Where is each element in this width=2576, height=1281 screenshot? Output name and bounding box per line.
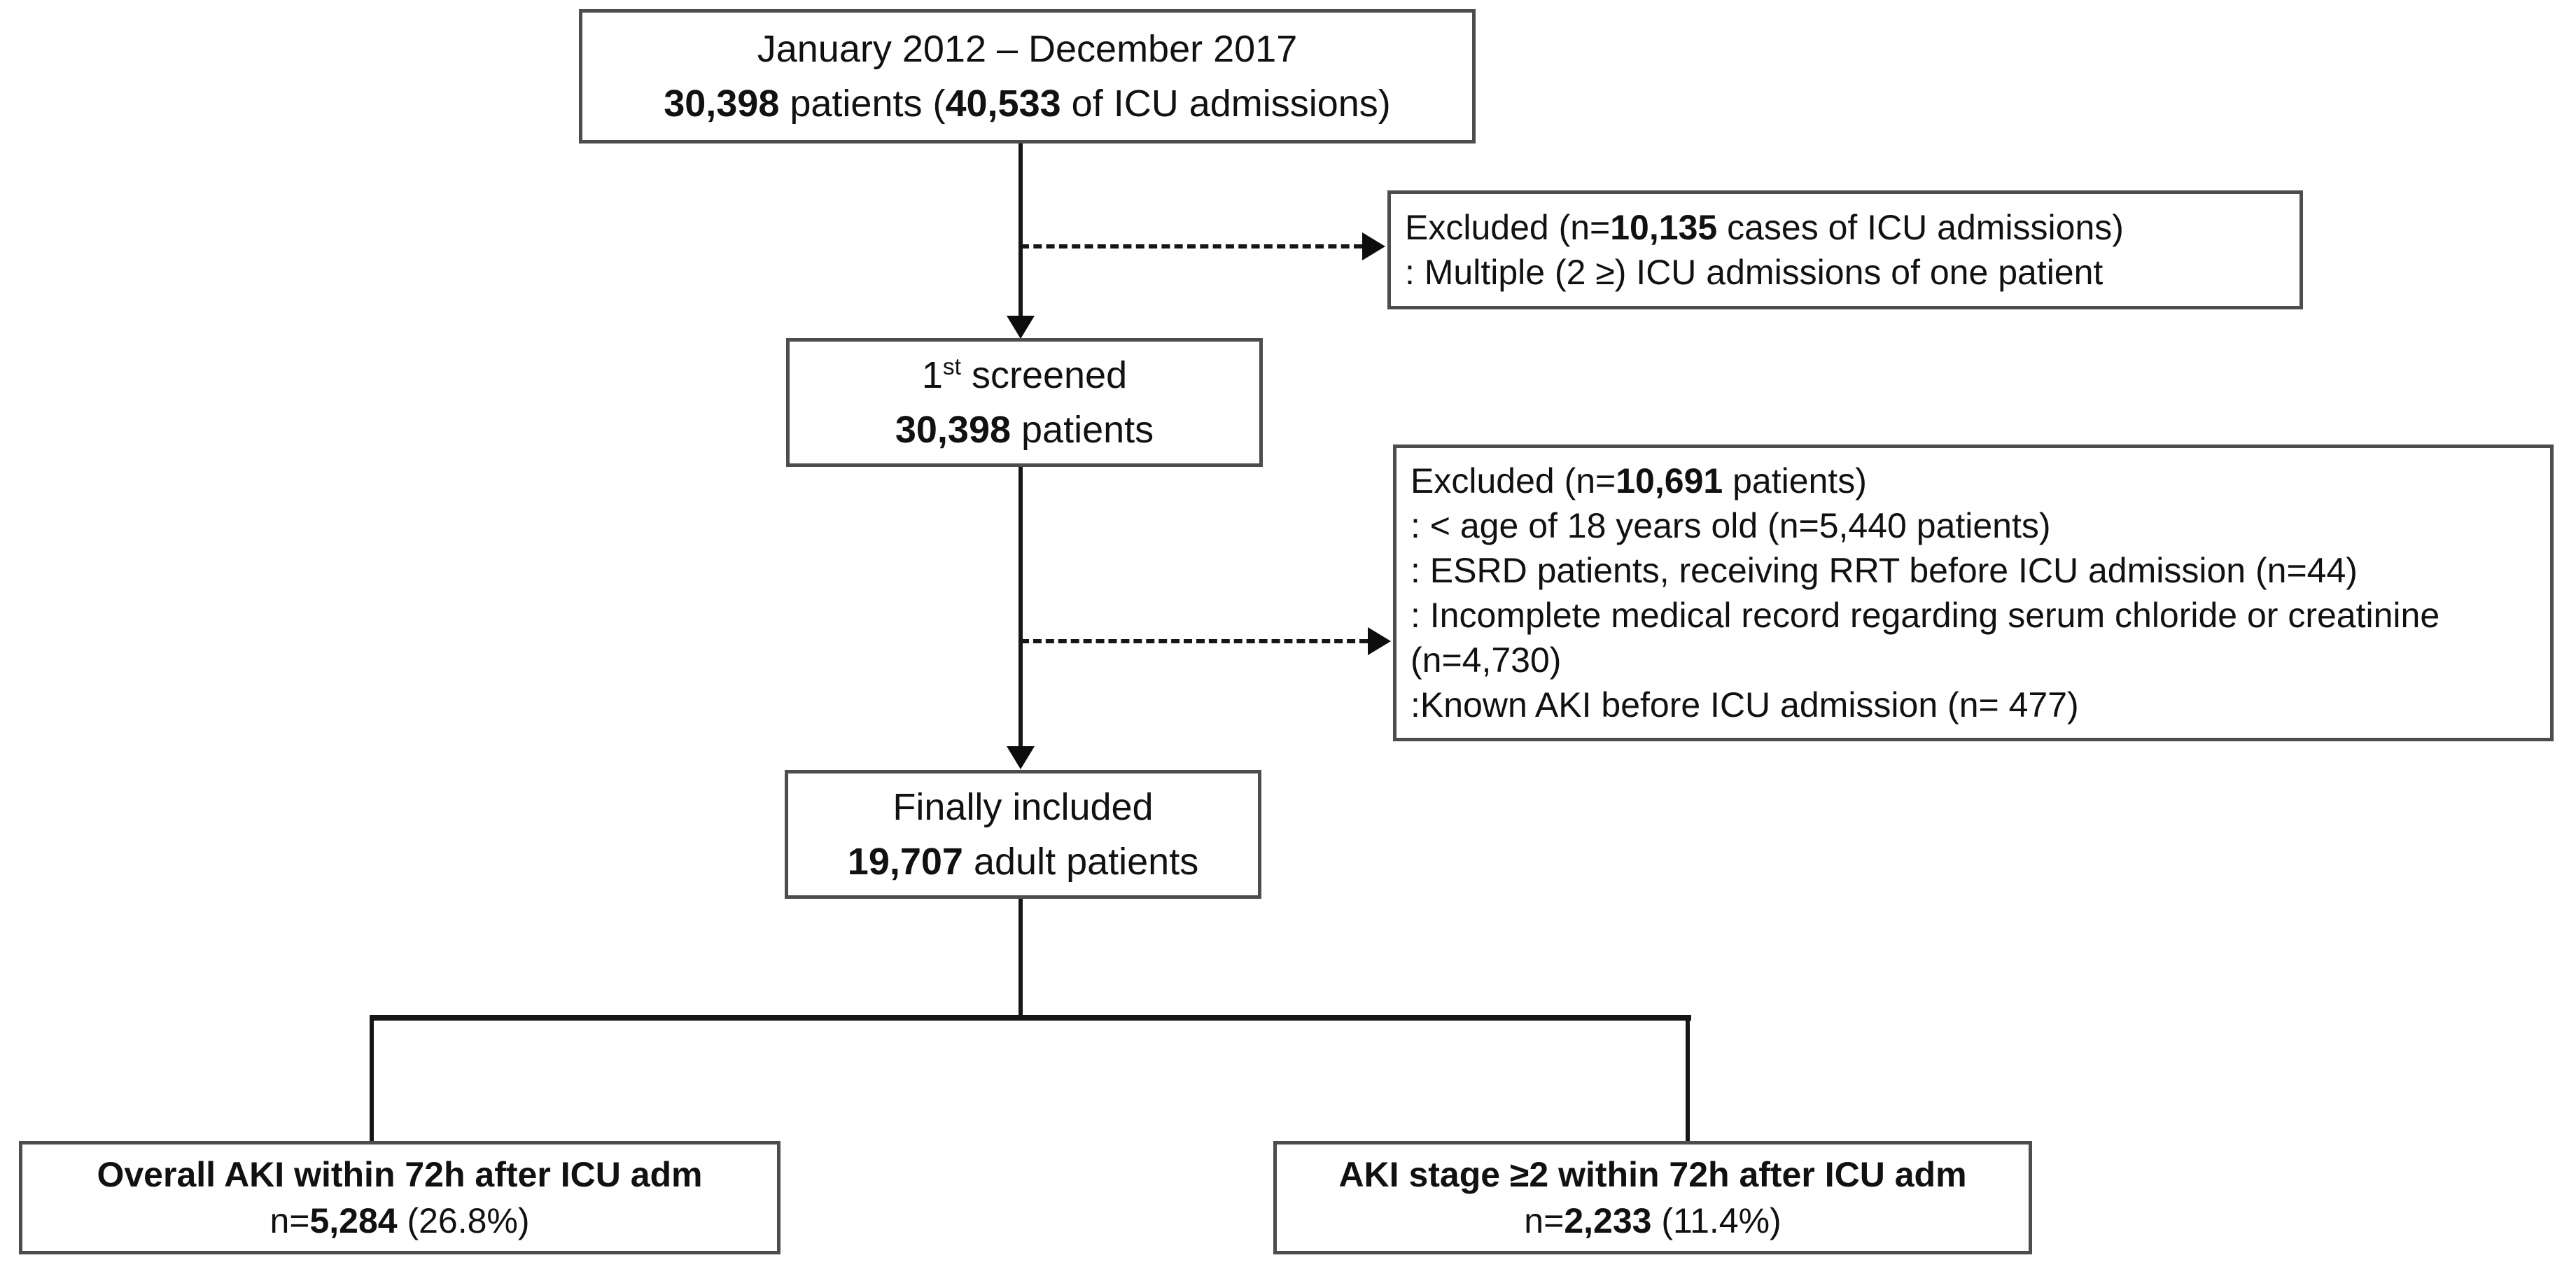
screened-title: 1st screened [921,354,1128,396]
excluded2-reason-esrd: : ESRD patients, receiving RRT before IC… [1410,551,2358,590]
branch-left-line [370,1015,374,1144]
included-title: Finally included [892,786,1154,828]
study-period-counts: 30,398 patients (40,533 of ICU admission… [664,83,1391,125]
screened-count: 30,398 patients [895,409,1154,451]
aki-stage2-count: n=2,233 (11.4%) [1524,1201,1782,1240]
excluded2-reason-incomplete-count: (n=4,730) [1410,640,1562,680]
dashed-connector-excluded2 [1021,639,1368,643]
branch-horizontal-line [370,1015,1691,1021]
box-first-screened: 1st screened 30,398 patients [786,338,1263,467]
study-period-dates: January 2012 – December 2017 [757,28,1298,70]
box-overall-aki: Overall AKI within 72h after ICU adm n=5… [19,1141,780,1254]
overall-aki-title: Overall AKI within 72h after ICU adm [97,1155,703,1194]
excluded2-reason-known-aki: :Known AKI before ICU admission (n= 477) [1410,685,2079,724]
box-aki-stage2: AKI stage ≥2 within 72h after ICU adm n=… [1273,1141,2032,1254]
excluded1-reason-line: : Multiple (2 ≥) ICU admissions of one p… [1405,253,2104,292]
excluded1-count-line: Excluded (n=10,135 cases of ICU admissio… [1405,208,2124,247]
excluded2-reason-age: : < age of 18 years old (n=5,440 patient… [1410,506,2051,545]
arrowhead-down-included [1007,746,1035,769]
excluded2-count-line: Excluded (n=10,691 patients) [1410,461,1867,500]
arrowhead-down-screened [1007,316,1035,339]
box-excluded-multiple-admissions: Excluded (n=10,135 cases of ICU admissio… [1387,190,2303,309]
connector-included-to-branch [1018,898,1023,1018]
dashed-connector-excluded1 [1021,244,1362,248]
connector-period-to-screened [1018,142,1023,318]
overall-aki-count: n=5,284 (26.8%) [270,1201,530,1240]
included-count: 19,707 adult patients [847,841,1199,883]
box-finally-included: Finally included 19,707 adult patients [785,770,1261,899]
arrowhead-right-excluded1 [1362,232,1385,260]
aki-stage2-title: AKI stage ≥2 within 72h after ICU adm [1338,1155,1967,1194]
excluded2-reason-incomplete: : Incomplete medical record regarding se… [1410,596,2440,635]
box-study-period: January 2012 – December 2017 30,398 pati… [579,9,1476,144]
box-excluded-criteria: Excluded (n=10,691 patients) : < age of … [1393,444,2554,741]
connector-screened-to-included [1018,466,1023,746]
branch-right-line [1686,1015,1690,1144]
arrowhead-right-excluded2 [1368,627,1391,655]
